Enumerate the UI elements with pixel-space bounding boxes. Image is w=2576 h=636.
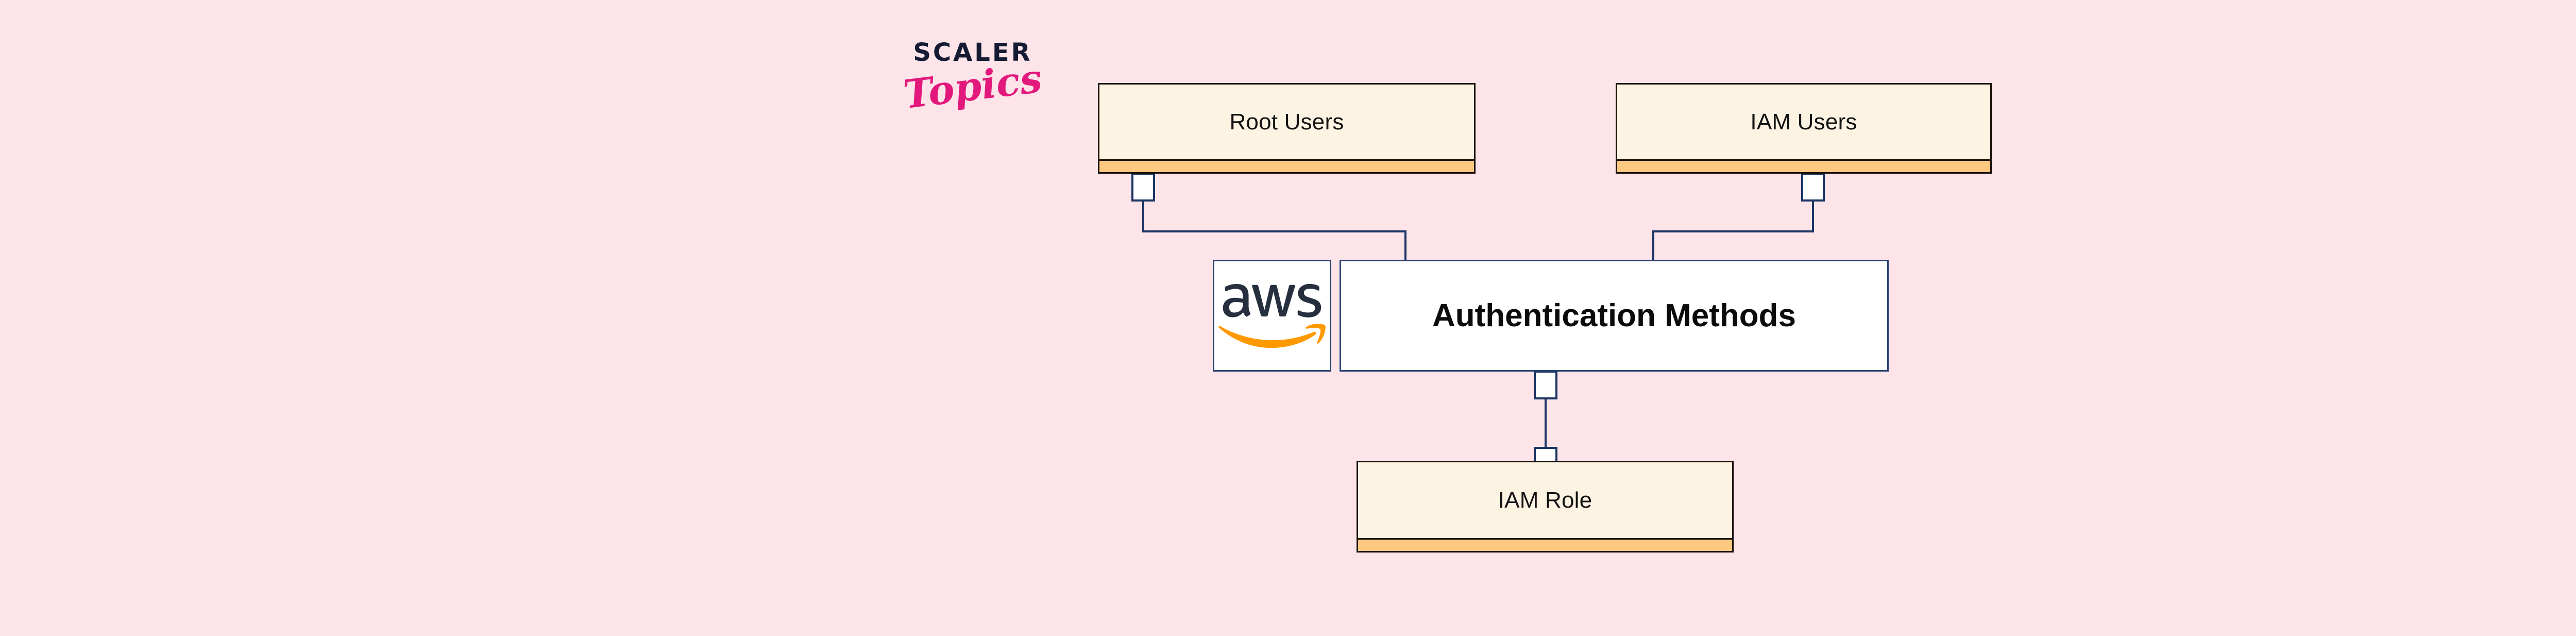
edge-port — [1131, 173, 1155, 202]
edge-port — [1534, 371, 1557, 399]
node-iam-role[interactable]: IAM Role — [1357, 461, 1734, 553]
node-root-users[interactable]: Root Users — [1098, 83, 1476, 174]
edge-auth-to-iam-role — [1534, 371, 1557, 476]
node-iam-users-label: IAM Users — [1750, 109, 1857, 135]
node-root-users-accent-bar — [1099, 159, 1474, 172]
edge-port — [1801, 173, 1825, 202]
aws-logo-icon — [1218, 283, 1326, 348]
scaler-topics-logo: SCALER Topics — [901, 40, 1045, 138]
logo-scaler-text: SCALER — [913, 38, 1032, 67]
node-iam-role-body: IAM Role — [1358, 462, 1732, 538]
node-authentication-methods[interactable]: Authentication Methods — [1340, 260, 1889, 372]
node-iam-users[interactable]: IAM Users — [1616, 83, 1992, 174]
node-iam-role-label: IAM Role — [1498, 487, 1592, 513]
node-root-users-label: Root Users — [1229, 109, 1344, 135]
node-authentication-methods-label: Authentication Methods — [1432, 298, 1797, 333]
node-iam-users-body: IAM Users — [1617, 85, 1990, 159]
node-aws-logo[interactable] — [1213, 260, 1331, 372]
node-iam-users-accent-bar — [1617, 159, 1990, 172]
node-iam-role-accent-bar — [1358, 538, 1732, 551]
node-root-users-body: Root Users — [1099, 85, 1474, 159]
